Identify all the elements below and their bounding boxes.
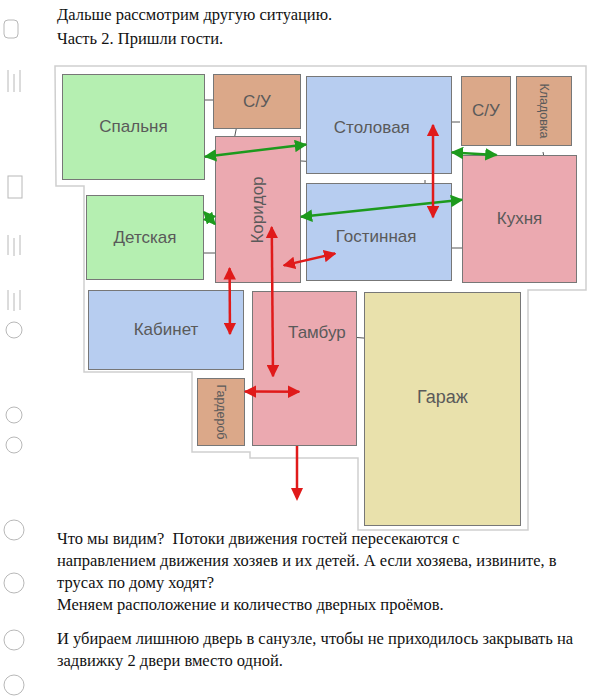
room-name: Спальня — [99, 117, 167, 137]
storage-room: Кладовка — [516, 76, 572, 146]
nursery-room: Детская — [86, 195, 204, 280]
room-name: Коридор — [248, 176, 268, 243]
bedroom-room: Спальня — [62, 74, 205, 180]
room-name: Гардероб — [214, 385, 228, 440]
dining-room: Столовая — [306, 76, 452, 174]
corridor-room: Коридор — [215, 136, 301, 283]
room-name: Гостинная — [336, 227, 417, 247]
bathroom-room: С/У — [213, 74, 301, 129]
side-ornament — [4, 20, 24, 695]
kitchen-room: Кухня — [462, 155, 577, 283]
wardrobe-room: Гардероб — [197, 378, 245, 446]
text-paragraph: Часть 2. Пришли гости. — [57, 28, 597, 50]
room-name: С/У — [472, 101, 500, 121]
bathroom-room: С/У — [461, 76, 511, 146]
room-name: Гараж — [417, 387, 468, 408]
text-paragraph: Дальше рассмотрим другую ситуацию. — [57, 4, 597, 26]
room-name: Детская — [114, 228, 177, 248]
building-outline — [55, 66, 586, 530]
room-name: Столовая — [334, 118, 410, 138]
garage-room: Гараж — [364, 292, 521, 526]
text-paragraph: И убираем лишнюю дверь в санузле, чтобы … — [57, 628, 577, 672]
room-name: Кухня — [497, 209, 543, 229]
text-paragraph: Что мы видим? Потоки движения гостей пер… — [57, 528, 562, 594]
study-room: Кабинет — [88, 290, 244, 370]
room-name: Кладовка — [537, 83, 551, 138]
host-flow-arrow — [204, 212, 215, 224]
room-name: С/У — [243, 92, 271, 112]
text-paragraph: Меняем расположение и количество дверных… — [57, 594, 597, 616]
room-name: Тамбур — [288, 323, 346, 343]
room-name: Кабинет — [134, 320, 199, 340]
vestibule-room: Тамбур — [252, 291, 357, 446]
living-room: Гостинная — [306, 183, 452, 281]
